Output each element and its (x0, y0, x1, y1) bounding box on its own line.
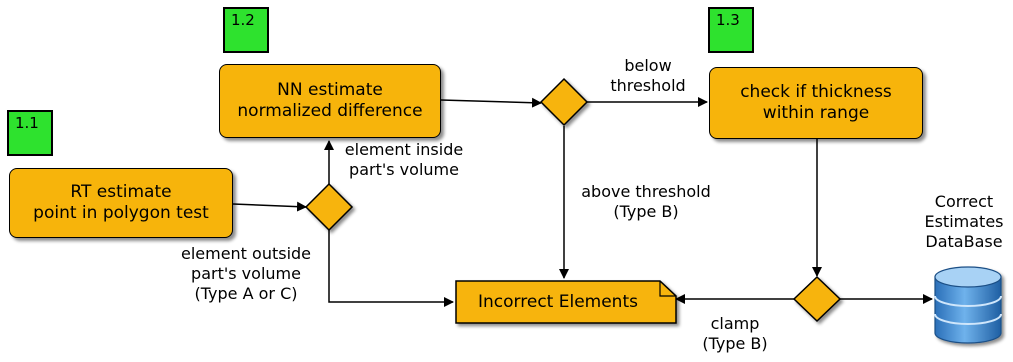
edge-rt-to-decision (232, 201, 307, 212)
rt-estimate-line-2: point in polygon test (33, 203, 209, 223)
label-element-outside: element outside part's volume (Type A or… (166, 244, 326, 304)
label-outside-line-3: (Type A or C) (194, 284, 298, 303)
label-inside-line-2: part's volume (349, 160, 459, 179)
step-tag-1-3: 1.3 (708, 7, 754, 53)
label-clamp-line-2: (Type B) (702, 334, 768, 353)
rt-estimate-line-1: RT estimate (70, 182, 172, 202)
nn-estimate-line-2: normalized difference (237, 101, 423, 121)
edge-nn-to-threshold (440, 97, 542, 108)
rt-estimate-box: RT estimate point in polygon test (9, 168, 233, 238)
incorrect-elements-label: Incorrect Elements (478, 292, 638, 312)
label-below-line-2: threshold (610, 76, 686, 95)
database-label-line-2: Estimates (924, 212, 1004, 231)
label-above-line-2: (Type B) (613, 202, 679, 221)
label-outside-line-1: element outside (180, 244, 312, 263)
label-element-inside: element inside part's volume (336, 140, 472, 180)
label-clamp: clamp (Type B) (690, 314, 780, 354)
label-clamp-line-1: clamp (710, 314, 760, 333)
nn-estimate-line-1: NN estimate (277, 80, 383, 100)
label-below-line-1: below (624, 56, 672, 75)
label-outside-line-2: part's volume (191, 264, 301, 283)
decision-threshold (539, 77, 589, 127)
database-label-line-3: DataBase (925, 232, 1003, 251)
label-above-threshold: above threshold (Type B) (566, 182, 726, 222)
database-label: Correct Estimates DataBase (918, 192, 1010, 252)
incorrect-elements-shape (455, 280, 677, 324)
nn-estimate-box: NN estimate normalized difference (219, 64, 441, 138)
decision-inside-volume (304, 182, 354, 232)
database-label-line-1: Correct (934, 192, 994, 211)
database-icon (934, 266, 1002, 344)
step-tag-1-2: 1.2 (223, 7, 269, 53)
check-thickness-line-2: within range (762, 103, 870, 123)
label-below-threshold: below threshold (598, 56, 698, 96)
label-inside-line-1: element inside (344, 140, 464, 159)
decision-thickness-range (792, 275, 842, 323)
step-tag-1-1: 1.1 (7, 110, 53, 156)
check-thickness-line-1: check if thickness (740, 82, 892, 102)
check-thickness-box: check if thickness within range (709, 67, 923, 139)
incorrect-elements-fold (659, 281, 676, 297)
edge-decision-to-incorrect (328, 230, 454, 307)
label-above-line-1: above threshold (581, 182, 711, 201)
